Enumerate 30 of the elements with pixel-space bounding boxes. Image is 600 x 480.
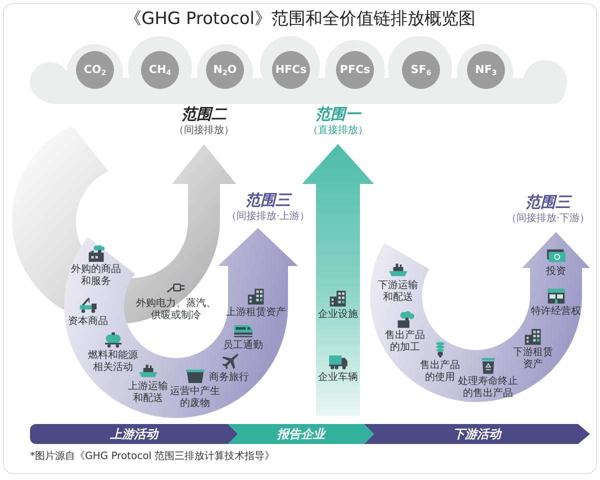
caption: *图片源自《GHG Protocol 范围三排放计算技术指导》 bbox=[30, 451, 275, 463]
phase-band: 上游活动 bbox=[30, 424, 238, 444]
phase-band: 报告企业 bbox=[228, 424, 374, 444]
activity-label: 外购的商品和服务 bbox=[70, 264, 122, 287]
activity-label: 上游运输和配送 bbox=[127, 381, 169, 404]
phase-band: 下游活动 bbox=[364, 424, 590, 444]
scope-heading: 范围三 bbox=[526, 194, 570, 211]
scope-heading: 范围一 bbox=[316, 106, 360, 123]
activity-label: 资本商品 bbox=[67, 316, 109, 328]
activity-label: 外购电力、蒸汽、供暖或制冷 bbox=[135, 298, 217, 321]
activity-label: 企业车辆 bbox=[317, 372, 359, 384]
activity-label: 下游租赁资产 bbox=[512, 347, 554, 370]
activity-label: 售出产品的加工 bbox=[384, 330, 426, 353]
scope-subtitle: （直接排放） bbox=[308, 125, 368, 137]
activity-label: 员工通勤 bbox=[222, 340, 264, 352]
activity-label: 特许经营权 bbox=[530, 306, 582, 318]
activity-label: 商务旅行 bbox=[208, 372, 250, 384]
activity-label: 运营中产生的废物 bbox=[169, 386, 221, 409]
scope-subtitle: （间接排放·下游） bbox=[506, 213, 590, 225]
activity-label: 下游运输和配送 bbox=[377, 280, 419, 303]
activity-label: 企业设施 bbox=[317, 308, 359, 320]
scope-subtitle: （间接排放·上游） bbox=[226, 211, 310, 223]
activity-label: 投资 bbox=[545, 266, 567, 278]
activity-label: 燃料和能源相关活动 bbox=[87, 350, 139, 373]
activity-label: 处理寿命终止的售出产品 bbox=[457, 376, 519, 399]
title: 《GHG Protocol》范围和全价值链排放概览图 bbox=[124, 8, 476, 30]
scope-heading: 范围二 bbox=[182, 106, 226, 123]
activity-label: 上游租赁资产 bbox=[225, 306, 287, 318]
scope-heading: 范围三 bbox=[246, 192, 290, 209]
scope-subtitle: （间接排放） bbox=[174, 125, 234, 137]
